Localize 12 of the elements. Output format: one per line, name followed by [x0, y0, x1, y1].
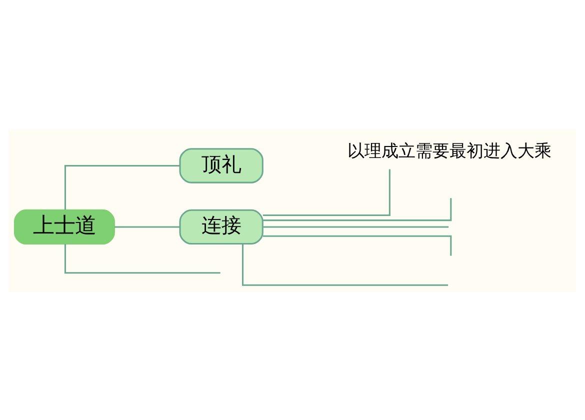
node-box: 连接 — [179, 208, 264, 244]
connector — [263, 226, 449, 228]
connector — [242, 244, 448, 286]
connector — [64, 244, 220, 274]
connector — [64, 164, 180, 210]
connector — [262, 234, 452, 256]
connector — [262, 198, 452, 221]
node-box: 上士道 — [14, 208, 115, 244]
node-text: 以理成立需要最初进入大乘 — [347, 140, 552, 160]
connector — [262, 168, 390, 216]
node-box: 顶礼 — [179, 148, 264, 183]
connector — [114, 226, 180, 228]
